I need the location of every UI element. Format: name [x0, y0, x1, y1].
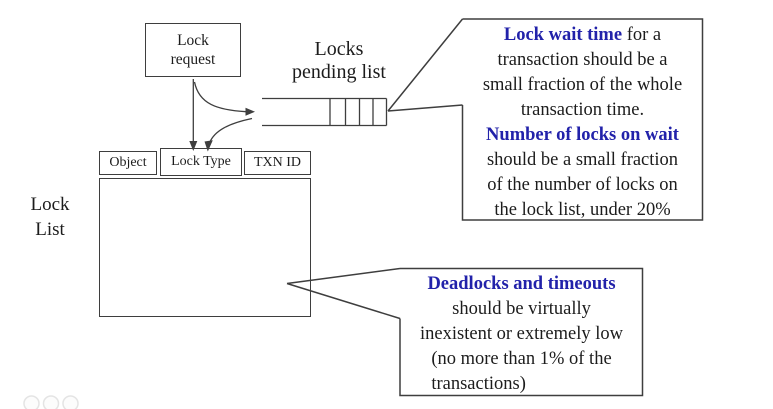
window-dots	[23, 395, 79, 409]
arrow-queue-to-locklist	[204, 117, 253, 152]
callout-top-line: transaction time.	[520, 100, 645, 120]
callout-top-subtitle: Number of locks on wait	[486, 125, 679, 145]
callout-lock-wait-time: Lock wait time for a transaction should …	[464, 23, 701, 223]
pending-queue-shape	[262, 97, 388, 127]
lock-request-line1: Lock	[177, 32, 209, 49]
pending-list-label-line1: Locks	[314, 38, 364, 60]
callout-top-line: should be a small fraction	[486, 150, 679, 170]
callout-bottom-line: transactions)	[431, 374, 526, 394]
table-header-txn-id: TXN ID	[244, 151, 311, 175]
callout-bottom-line: should be virtually	[452, 299, 591, 319]
lock-list-label: Lock List	[15, 192, 85, 242]
callout-bottom-line: inexistent or extremely low	[420, 324, 623, 344]
table-header-lock-type: Lock Type	[160, 148, 242, 176]
pending-list-label: Locks pending list	[278, 38, 400, 84]
callout-top-line: transaction should be a	[497, 50, 668, 70]
callout-deadlocks: Deadlocks and timeouts should be virtual…	[402, 272, 641, 397]
callout-top-line: of the number of locks on	[487, 175, 678, 195]
lock-list-label-line1: Lock	[30, 194, 70, 215]
arrow-request-to-locklist	[189, 79, 198, 151]
callout-bottom-title: Deadlocks and timeouts	[427, 274, 616, 294]
lock-request-box: Lock request	[145, 23, 241, 77]
callout-top-title: Lock wait time	[503, 25, 623, 45]
callout-top-line: small fraction of the whole	[482, 75, 683, 95]
callout-top-line: the lock list, under 20%	[494, 200, 671, 220]
arrow-request-to-queue	[193, 81, 255, 116]
lock-request-line2: request	[170, 51, 216, 68]
callout-bottom-line: (no more than 1% of the	[431, 349, 612, 369]
lock-list-label-line2: List	[35, 219, 65, 240]
callout-top-title-rest: for a	[622, 25, 662, 45]
table-header-object: Object	[99, 151, 157, 175]
pending-list-label-line2: pending list	[292, 61, 386, 83]
lock-list-table-body	[99, 178, 311, 317]
